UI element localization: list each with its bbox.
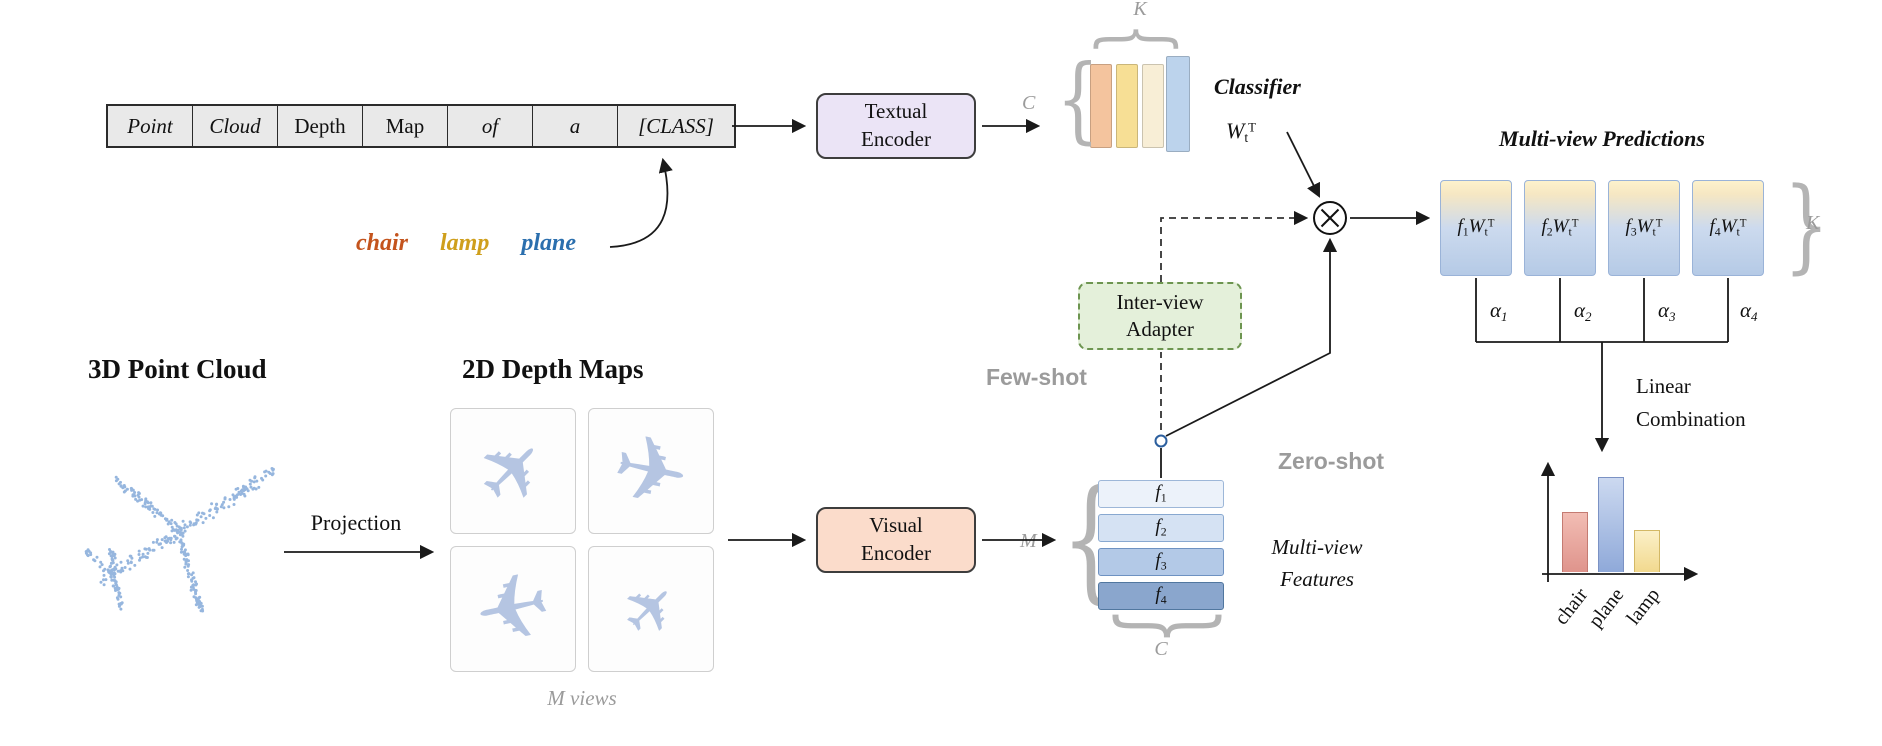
- dashed-arrow-adapter-to-otimes: [1160, 210, 1309, 282]
- weight-sub: t: [1244, 130, 1249, 146]
- arrow-classifier-to-otimes: [1286, 131, 1320, 198]
- linear-combination-label: Linear Combination: [1636, 370, 1746, 435]
- feature-sub: 3: [1160, 559, 1167, 573]
- class-name-lamp: lamp: [440, 230, 490, 256]
- brace-glyph: {: [1086, 23, 1195, 55]
- projection-label: Projection: [310, 510, 402, 535]
- arrow-class-to-prompt: [609, 157, 673, 248]
- prediction-weight-bracket: [1475, 278, 1729, 343]
- visual-encoder-box: Visual Encoder: [816, 507, 976, 573]
- prompt-template: Point Cloud Depth Map of a [CLASS]: [106, 104, 736, 148]
- prompt-token: Map: [363, 106, 448, 146]
- inter-view-adapter-box: Inter-view Adapter: [1078, 282, 1242, 350]
- features-caption-1: Multi-view: [1271, 535, 1363, 559]
- depth-maps-title: 2D Depth Maps: [462, 354, 644, 384]
- multi-view-features-caption: Multi-view Features: [1242, 532, 1392, 595]
- adapter-label-1: Inter-view: [1116, 289, 1204, 314]
- linear-combination-1: Linear: [1636, 374, 1691, 398]
- brace-k-predictions: }: [1783, 166, 1830, 285]
- classifier-dim-c: C: [1022, 92, 1036, 114]
- prompt-token: Depth: [278, 106, 363, 146]
- feature-row-3: f3: [1098, 548, 1224, 576]
- point-cloud-figure: [84, 467, 275, 613]
- prompt-token-class: [CLASS]: [638, 113, 714, 138]
- prediction-box-1: f1WtT: [1440, 180, 1512, 276]
- feature-sub: 4: [1160, 593, 1167, 607]
- few-shot-label: Few-shot: [986, 364, 1087, 390]
- visual-encoder-label-2: Encoder: [861, 541, 931, 565]
- prediction-box-3: f3WtT: [1608, 180, 1680, 276]
- textual-encoder-box: Textual Encoder: [816, 93, 976, 159]
- class-name-list: chair lamp plane: [356, 230, 576, 257]
- airplane-icon: ✈: [603, 411, 699, 531]
- visual-encoder-label-1: Visual: [869, 513, 923, 538]
- prompt-token: of: [448, 106, 533, 146]
- alpha-weight-2: α2: [1574, 298, 1592, 324]
- feature-base: f: [1155, 550, 1161, 572]
- brace-k-classifier: {: [1086, 20, 1195, 58]
- predictions-title: Multi-view Predictions: [1499, 126, 1705, 151]
- alpha-weight-3: α3: [1658, 298, 1676, 324]
- text-weight-column-1: [1090, 64, 1112, 148]
- feature-sub: 2: [1160, 525, 1167, 539]
- feature-row-4: f4: [1098, 582, 1224, 610]
- feature-base: f: [1155, 482, 1161, 504]
- m-views-label: M views: [547, 686, 617, 710]
- prompt-token: Cloud: [193, 106, 278, 146]
- brace-c-classifier: {: [1056, 45, 1100, 154]
- text-weight-column-2: [1116, 64, 1138, 148]
- result-bar-chair: [1562, 512, 1588, 572]
- depth-map-view-1: ✈: [450, 408, 576, 534]
- prompt-token: a: [533, 106, 618, 146]
- feature-row-2: f2: [1098, 514, 1224, 542]
- feature-row-1: f1: [1098, 480, 1224, 508]
- zero-shot-label: Zero-shot: [1278, 448, 1385, 474]
- classifier-weight-label: WtT: [1226, 118, 1256, 146]
- prompt-token: Point: [108, 106, 193, 146]
- point-cloud-scatter: [84, 467, 275, 613]
- point-cloud-title: 3D Point Cloud: [88, 354, 267, 384]
- alpha-weight-4: α4: [1740, 298, 1758, 324]
- prediction-box-2: f2WtT: [1524, 180, 1596, 276]
- text-weight-column-4: [1166, 56, 1190, 152]
- linear-combination-2: Combination: [1636, 406, 1746, 431]
- class-name-plane: plane: [521, 230, 577, 256]
- alpha-weight-1: α1: [1490, 298, 1508, 324]
- classifier-dim-k: K: [1133, 0, 1147, 20]
- otimes-operator: [1313, 201, 1347, 235]
- depth-map-view-4: ✈: [588, 546, 714, 672]
- feature-base: f: [1155, 516, 1161, 538]
- features-dim-m: M: [1020, 530, 1037, 552]
- depth-map-view-2: ✈: [588, 408, 714, 534]
- predictions-dim-k: K: [1806, 212, 1820, 234]
- airplane-icon: ✈: [604, 562, 698, 656]
- text-weight-column-3: [1142, 64, 1164, 148]
- depth-map-view-3: ✈: [450, 546, 576, 672]
- textual-encoder-label-1: Textual: [864, 99, 928, 124]
- airplane-icon: ✈: [455, 413, 571, 529]
- textual-encoder-label-2: Encoder: [861, 127, 931, 151]
- switch-pivot-icon: [1154, 434, 1168, 448]
- airplane-icon: ✈: [465, 549, 561, 669]
- result-bar-lamp: [1634, 530, 1660, 572]
- adapter-label-2: Adapter: [1126, 317, 1194, 341]
- features-caption-2: Features: [1280, 566, 1354, 591]
- result-bar-plane: [1598, 477, 1624, 572]
- class-name-chair: chair: [356, 230, 409, 256]
- weight-sup: T: [1248, 120, 1256, 135]
- weight-base: W: [1226, 118, 1245, 143]
- classifier-label: Classifier: [1214, 74, 1301, 99]
- feature-base: f: [1155, 584, 1161, 606]
- feature-sub: 1: [1160, 491, 1167, 505]
- prediction-box-4: f4WtT: [1692, 180, 1764, 276]
- features-dim-c: C: [1154, 638, 1168, 660]
